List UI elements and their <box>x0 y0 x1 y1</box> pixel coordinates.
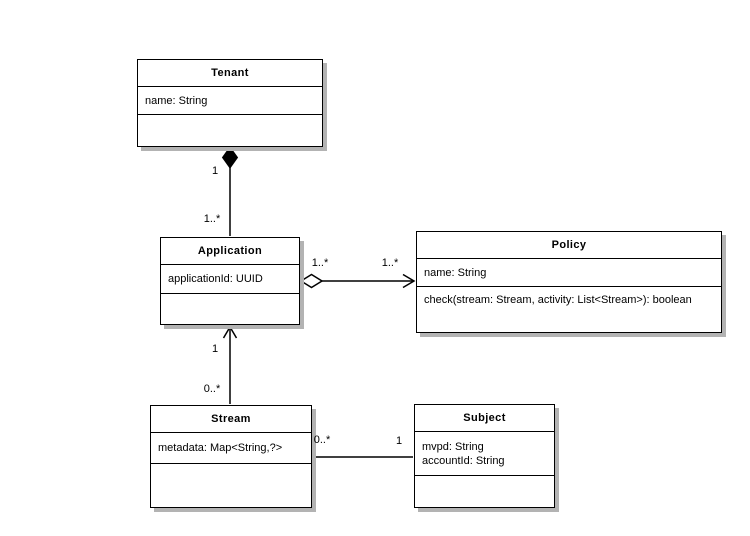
class-title-subject: Subject <box>415 405 554 432</box>
attribute-line: mvpd: String <box>422 440 484 453</box>
class-methods-stream <box>151 464 311 507</box>
arrowhead-icon <box>402 273 416 289</box>
class-title-policy: Policy <box>417 232 721 259</box>
multiplicity-label-application-end: 1 <box>211 343 219 355</box>
class-box-application: Application applicationId: UUID <box>160 237 300 325</box>
arrowhead-icon <box>222 325 238 339</box>
class-title-tenant: Tenant <box>138 60 322 87</box>
class-attributes-subject: mvpd: String accountId: String <box>415 432 554 476</box>
aggregation-edge-application-policy <box>299 273 416 289</box>
class-attributes-application: applicationId: UUID <box>161 265 299 294</box>
class-methods-application <box>161 294 299 324</box>
class-methods-tenant <box>138 115 322 146</box>
class-title-application: Application <box>161 238 299 265</box>
multiplicity-label-stream-end: 0..* <box>313 434 331 446</box>
attribute-line: accountId: String <box>422 454 505 467</box>
attribute-line: metadata: Map<String,?> <box>158 442 283 454</box>
filled-diamond-icon <box>221 146 239 169</box>
class-box-subject: Subject mvpd: String accountId: String <box>414 404 555 508</box>
class-box-tenant: Tenant name: String <box>137 59 323 147</box>
class-box-stream: Stream metadata: Map<String,?> <box>150 405 312 508</box>
association-edge-stream-application <box>222 325 238 404</box>
class-title-stream: Stream <box>151 406 311 433</box>
multiplicity-label-application-end: 1..* <box>203 213 221 225</box>
multiplicity-label-policy-end: 1..* <box>381 257 399 269</box>
class-methods-policy: check(stream: Stream, activity: List<Str… <box>417 287 721 332</box>
multiplicity-label-tenant-end: 1 <box>211 165 219 177</box>
class-attributes-stream: metadata: Map<String,?> <box>151 433 311 464</box>
attribute-line: name: String <box>145 94 208 107</box>
class-attributes-tenant: name: String <box>138 87 322 115</box>
method-line: check(stream: Stream, activity: List<Str… <box>424 294 692 306</box>
multiplicity-label-application-end: 1..* <box>311 257 329 269</box>
class-box-policy: Policy name: String check(stream: Stream… <box>416 231 722 333</box>
composition-edge-tenant-application <box>221 146 239 236</box>
attribute-line: name: String <box>424 266 487 279</box>
open-diamond-icon <box>299 273 324 289</box>
attribute-line: applicationId: UUID <box>168 273 263 285</box>
multiplicity-label-subject-end: 1 <box>395 435 403 447</box>
multiplicity-label-stream-end: 0..* <box>203 383 221 395</box>
class-methods-subject <box>415 476 554 507</box>
class-attributes-policy: name: String <box>417 259 721 287</box>
